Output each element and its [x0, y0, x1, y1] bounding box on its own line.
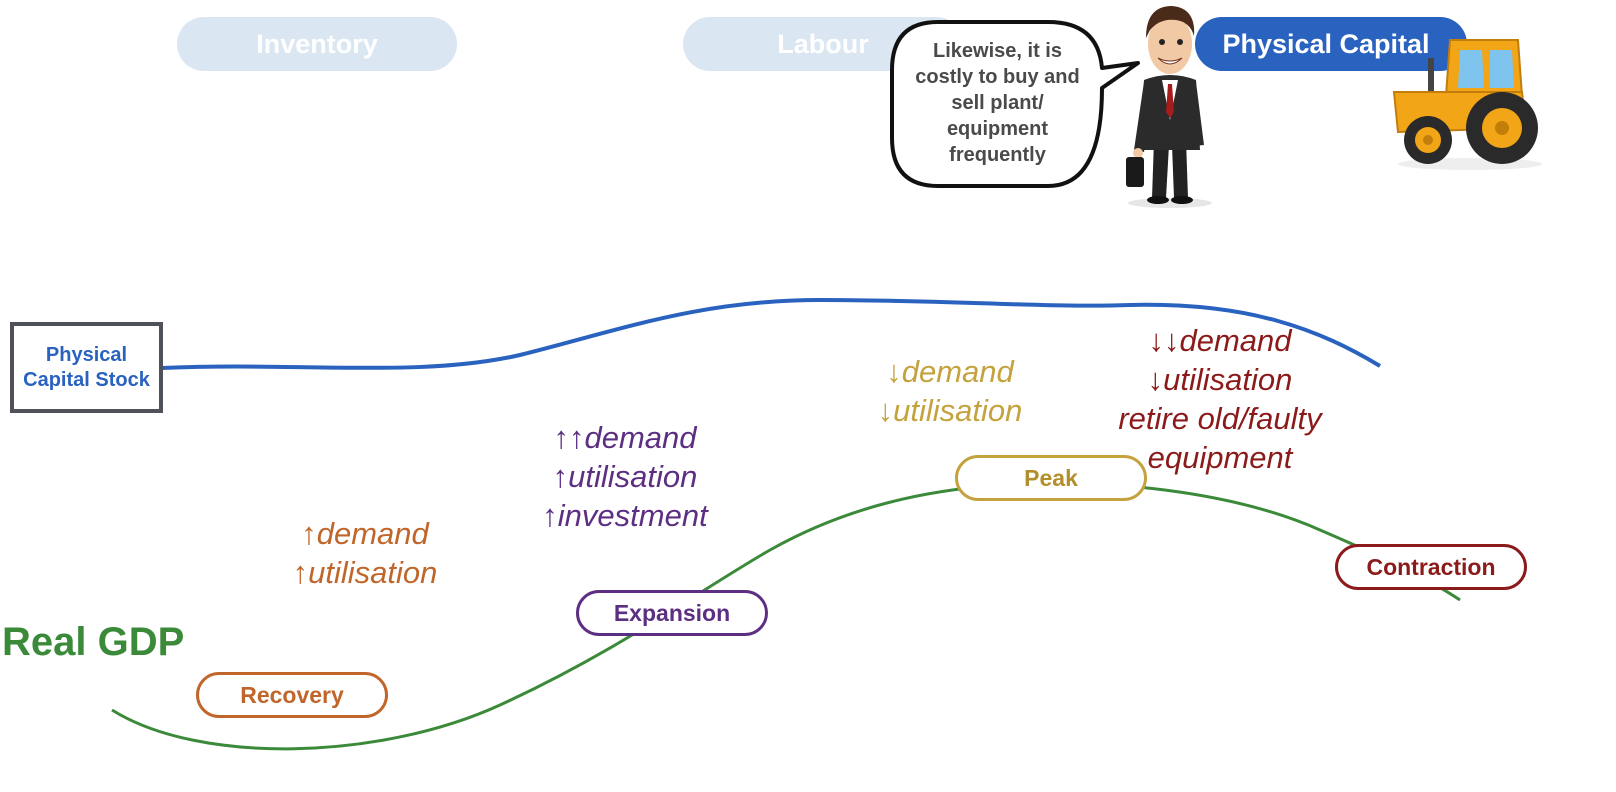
- stage-expansion: Expansion: [576, 590, 768, 636]
- stage-peak: Peak: [955, 455, 1147, 501]
- expansion-notes: ↑↑demand ↑utilisation ↑investment: [542, 420, 708, 533]
- physical-capital-curve: [161, 297, 1382, 370]
- recovery-notes: ↑demand ↑utilisation: [292, 516, 438, 590]
- real-gdp-label: Real GDP: [2, 620, 185, 664]
- speech-bubble-text: Likewise, it is costly to buy and sell p…: [915, 40, 1080, 166]
- real-gdp-curve: [111, 481, 1461, 751]
- contraction-notes: ↓↓demand ↓utilisation retire old/faulty …: [1118, 323, 1322, 475]
- peak-notes: ↓demand ↓utilisation: [877, 354, 1023, 428]
- physical-capital-stock-box: Physical Capital Stock: [10, 322, 163, 413]
- tab-physical-capital[interactable]: Physical Capital: [1195, 17, 1467, 71]
- stage-contraction: Contraction: [1335, 544, 1527, 590]
- stage-recovery: Recovery: [196, 672, 388, 718]
- speech-bubble-shape: [890, 20, 1140, 188]
- businessman-icon: [1126, 6, 1212, 208]
- tractor-icon: [1392, 39, 1542, 170]
- tab-inventory[interactable]: Inventory: [177, 17, 457, 71]
